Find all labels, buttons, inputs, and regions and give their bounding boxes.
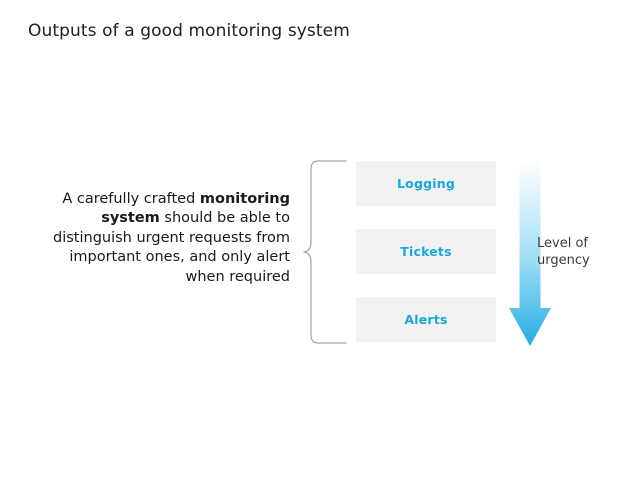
output-label-logging: Logging [397, 176, 455, 191]
output-label-tickets: Tickets [400, 244, 452, 259]
urgency-caption: Level of urgency [537, 235, 623, 269]
description-text-rest: should be able to distinguish urgent req… [53, 210, 290, 285]
description-text-lead: A carefully crafted [62, 191, 200, 207]
page-title: Outputs of a good monitoring system [28, 21, 350, 41]
urgency-caption-line-2: urgency [537, 253, 590, 268]
outputs-list: Logging Tickets Alerts [356, 161, 496, 342]
output-box-alerts[interactable]: Alerts [356, 297, 496, 342]
grouping-brace-icon [302, 158, 348, 346]
description-emphasis: monitoring system [101, 191, 290, 227]
description-paragraph: A carefully crafted monitoring system sh… [46, 190, 290, 287]
output-box-logging[interactable]: Logging [356, 161, 496, 206]
output-box-tickets[interactable]: Tickets [356, 229, 496, 274]
urgency-caption-line-1: Level of [537, 236, 588, 251]
urgency-arrow-icon [508, 158, 552, 348]
output-label-alerts: Alerts [404, 312, 448, 327]
